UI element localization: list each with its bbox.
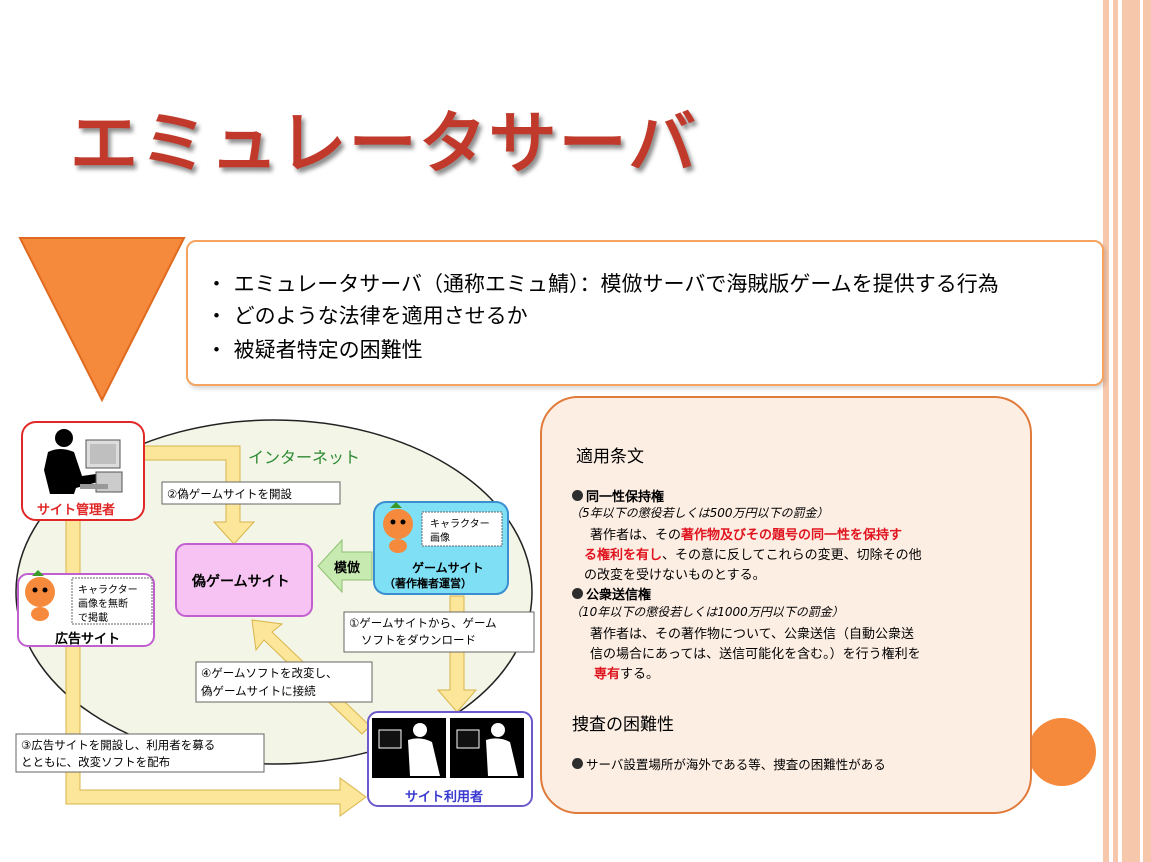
right1-penalty: （5年以下の懲役若しくは500万円以下の罰金） (570, 506, 829, 520)
step3-line: ③広告サイトを開設し、利用者を募る (21, 738, 216, 752)
right2-title-row: 公衆送信権 (572, 584, 651, 603)
site-admin-label: サイト管理者 (37, 503, 116, 518)
char-note-box (421, 511, 503, 547)
mascot-icon (25, 570, 55, 621)
right1-highlight: 著作物及びその題号の同一性を保持す (681, 528, 903, 543)
step1-line: ソフトをダウンロード (361, 633, 476, 647)
right1-text: 、その意に反してこれらの変更、切除その他 (662, 548, 922, 563)
right1-text: 著作者は、その (590, 528, 682, 543)
fake-site-box (175, 543, 313, 617)
step4-line: ④ゲームソフトを改変し、 (201, 666, 338, 680)
bullet-item: ・ 被疑者特定の困難性 (206, 338, 423, 362)
bullet-dot-icon (572, 758, 583, 769)
step4-box (195, 661, 373, 703)
imitation-label: 模倣 (334, 561, 361, 576)
right1-title: 同一性保持権 (586, 490, 665, 505)
decor-stripe (1143, 0, 1151, 862)
ad-note-line: キャラクター (78, 585, 138, 596)
imitation-arrow (317, 538, 373, 594)
bullet-dot-icon (572, 490, 583, 501)
users-label: サイト利用者 (405, 790, 484, 805)
right1-line: る権利を有し、その意に反してこれらの変更、切除その他 (584, 544, 922, 563)
step1-line: ①ゲームサイトから、ゲーム (349, 616, 497, 630)
step1-box (343, 611, 535, 653)
bullet-dot-icon (572, 588, 583, 599)
decor-stripe (1113, 0, 1118, 862)
right1-line: の改変を受けないものとする。 (584, 568, 766, 583)
ad-note-line: 画像を無断 (78, 599, 128, 610)
decor-stripe (1103, 0, 1109, 862)
decor-stripe (1122, 0, 1140, 862)
step2-box (161, 481, 341, 505)
right1-highlight: る権利を有し (584, 548, 663, 563)
law-box: 適用条文 同一性保持権 （5年以下の懲役若しくは500万円以下の罰金） 著作者は… (540, 396, 1032, 814)
step3-box (15, 733, 265, 773)
difficulty-row: サーバ設置場所が海外である等、捜査の困難性がある (572, 754, 886, 773)
orange-dot-icon (1028, 718, 1096, 786)
difficulty-text: サーバ設置場所が海外である等、捜査の困難性がある (586, 757, 886, 772)
slide-title: エミュレータサーバ (70, 105, 698, 184)
step3-line: とともに、改変ソフトを配布 (21, 755, 171, 769)
right2-line: 信の場合にあっては、送信可能化を含む。）を行う権利を (590, 647, 921, 662)
char-note-line: 画像 (430, 533, 450, 544)
right2-line: 著作者は、その著作物について、公衆送信（自動公衆送 (590, 627, 914, 642)
step2-label: ②偽ゲームサイトを開設 (167, 487, 292, 501)
internet-label: インターネット (248, 448, 361, 467)
bullet-item: ・ どのような法律を適用させるか (206, 304, 528, 328)
user-computer-icon (450, 718, 524, 778)
user-computer-icon (372, 718, 446, 778)
admin-silhouette-icon (44, 429, 123, 494)
game-site-sublabel: （著作権者運営） (384, 577, 472, 590)
right2-penalty: （10年以下の懲役若しくは1000万円以下の罰金） (570, 605, 844, 619)
orange-triangle-icon (18, 237, 186, 403)
ad-note-box (71, 577, 153, 625)
difficulty-heading: 捜査の困難性 (572, 715, 674, 735)
game-site-label: ゲームサイト (412, 561, 484, 575)
step4-line: 偽ゲームサイトに接続 (201, 684, 316, 698)
bullet-item: ・ エミュレータサーバ（通称エミュ鯖）：模倣サーバで海賊版ゲームを提供する行為 (206, 272, 999, 296)
bullet-box: ・ エミュレータサーバ（通称エミュ鯖）：模倣サーバで海賊版ゲームを提供する行為 … (186, 240, 1104, 386)
char-note-line: キャラクター (430, 519, 490, 530)
mascot-icon (383, 502, 413, 553)
right2-highlight: 専有 (594, 667, 621, 682)
right2-text: する。 (620, 667, 660, 682)
ad-site-label: 広告サイト (55, 632, 121, 647)
right1-title-row: 同一性保持権 (572, 486, 664, 505)
ad-note-line: で掲載 (78, 613, 108, 624)
fake-site-label: 偽ゲームサイト (192, 574, 290, 590)
right2-title: 公衆送信権 (586, 588, 652, 603)
right2-line: 専有する。 (594, 663, 659, 682)
law-heading: 適用条文 (576, 447, 644, 467)
right1-line: 著作者は、その著作物及びその題号の同一性を保持す (590, 524, 902, 543)
